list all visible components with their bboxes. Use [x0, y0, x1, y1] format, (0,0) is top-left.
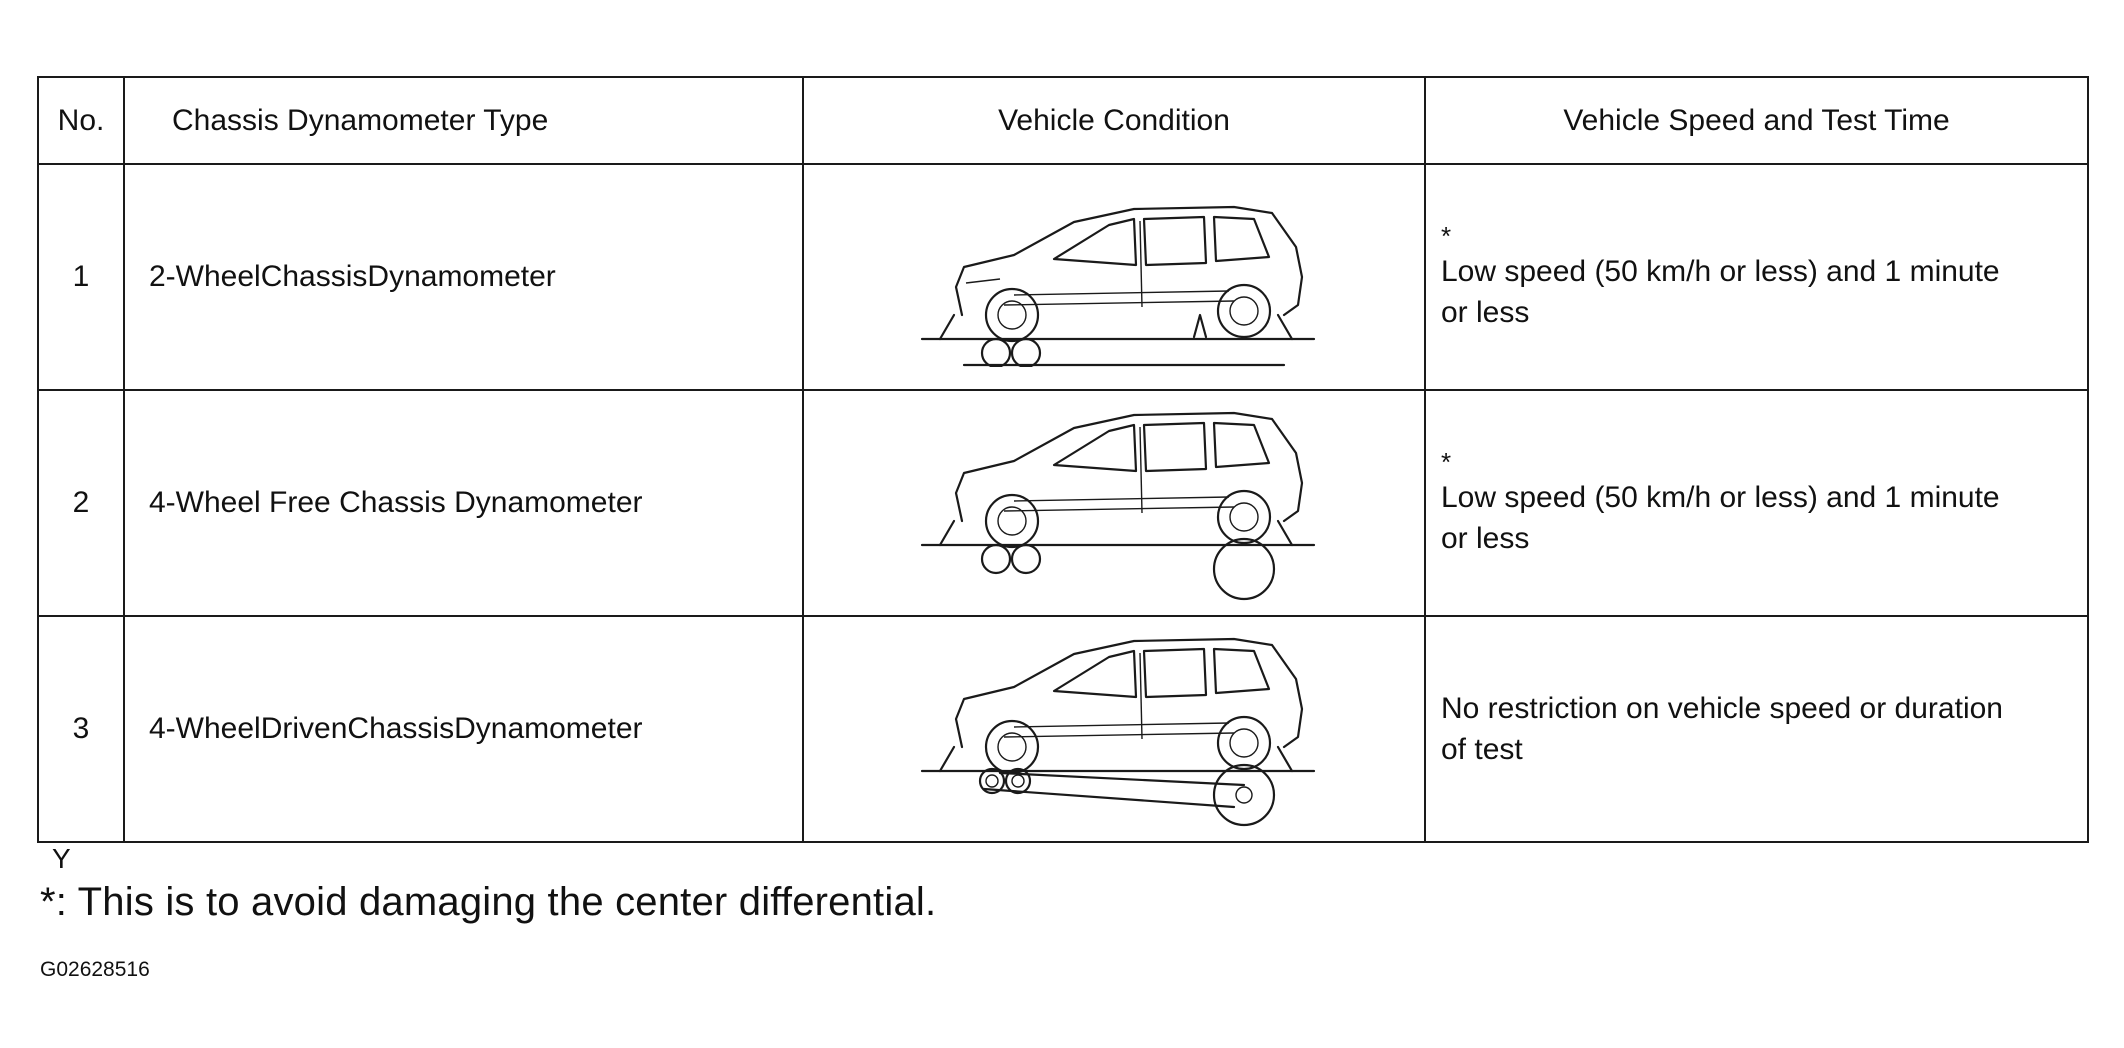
header-row: No. Chassis Dynamometer Type Vehicle Con…	[37, 76, 2089, 165]
car-4-wheel-driven-dyno-icon	[920, 637, 1316, 827]
dynamometer-type: 4-Wheel Free Chassis Dynamometer	[123, 389, 804, 617]
vehicle-condition-cell	[802, 615, 1426, 843]
car-body-icon	[954, 205, 1304, 343]
car-body-icon	[954, 637, 1304, 775]
speed-and-time: * Low speed (50 km/h or less) and 1 minu…	[1424, 163, 2089, 391]
row-number: 3	[37, 615, 125, 843]
footnote: *: This is to avoid damaging the center …	[40, 880, 937, 924]
header-condition: Vehicle Condition	[802, 76, 1426, 165]
header-type: Chassis Dynamometer Type	[123, 76, 804, 165]
speed-text: No restriction on vehicle speed or durat…	[1441, 692, 2003, 766]
asterisk-mark: *	[1441, 221, 1452, 251]
speed-text: Low speed (50 km/h or less) and 1 minute…	[1441, 481, 2000, 555]
header-speed: Vehicle Speed and Test Time	[1424, 76, 2089, 165]
speed-and-time: No restriction on vehicle speed or durat…	[1424, 615, 2089, 843]
car-body-icon	[954, 411, 1304, 549]
dynamometer-type: 2-WheelChassisDynamometer	[123, 163, 804, 391]
header-no: No.	[37, 76, 125, 165]
table-row: 1 2-WheelChassisDynamometer	[37, 163, 2089, 391]
car-4-wheel-free-dyno-icon	[920, 411, 1316, 601]
dynamometer-type: 4-WheelDrivenChassisDynamometer	[123, 615, 804, 843]
dynamometer-table: No. Chassis Dynamometer Type Vehicle Con…	[37, 76, 2089, 843]
y-mark: Y	[52, 843, 71, 874]
figure-code: G02628516	[40, 958, 150, 981]
car-2-wheel-dyno-icon	[920, 205, 1316, 367]
vehicle-condition-cell	[802, 163, 1426, 391]
asterisk-mark: *	[1441, 447, 1452, 477]
vehicle-condition-cell	[802, 389, 1426, 617]
speed-text: Low speed (50 km/h or less) and 1 minute…	[1441, 255, 2000, 329]
row-number: 2	[37, 389, 125, 617]
speed-and-time: * Low speed (50 km/h or less) and 1 minu…	[1424, 389, 2089, 617]
row-number: 1	[37, 163, 125, 391]
table-row: 2 4-Wheel Free Chassis Dynamometer	[37, 389, 2089, 617]
table-row: 3 4-WheelDrivenChassisDynamometer	[37, 615, 2089, 843]
